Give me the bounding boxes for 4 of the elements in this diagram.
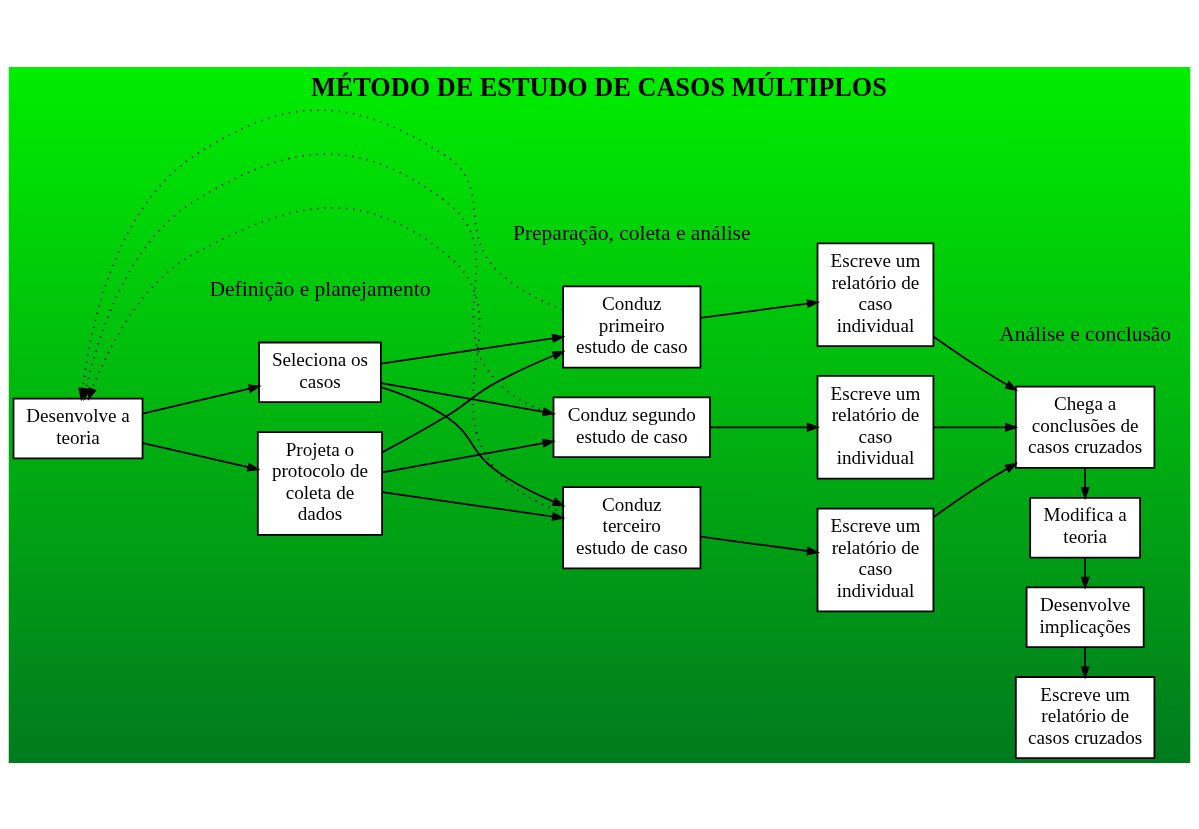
label: Preparação, coleta e análise xyxy=(512,220,751,245)
diagram-title: MÉTODO DE ESTUDO DE CASOS MÚLTIPLOS xyxy=(310,72,887,102)
label: Definição e planejamento xyxy=(209,276,431,301)
label: Análise e conclusão xyxy=(999,321,1172,346)
